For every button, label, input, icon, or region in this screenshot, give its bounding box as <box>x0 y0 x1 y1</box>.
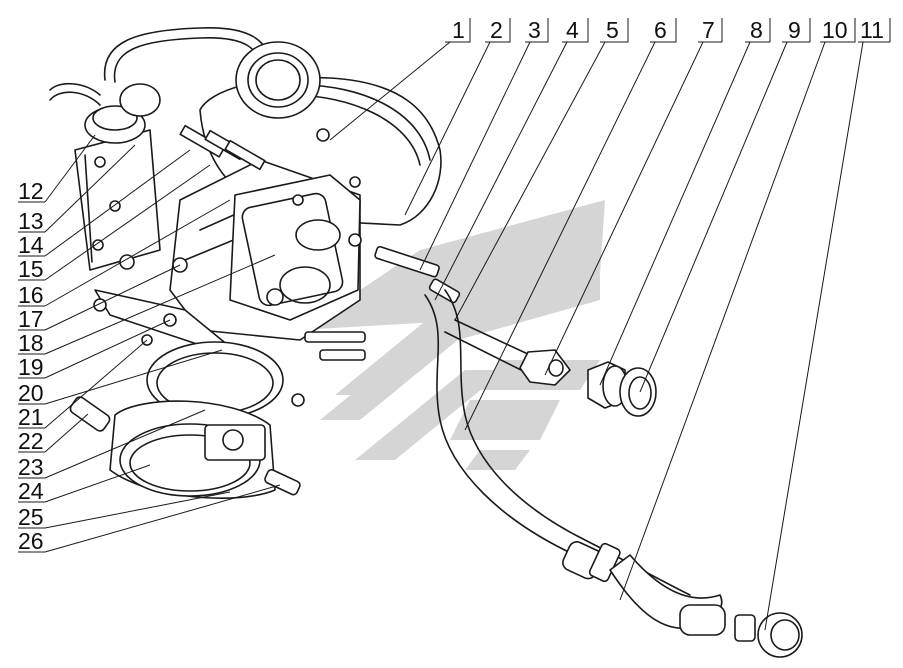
callout-21: 21 <box>18 404 44 430</box>
lower-flange <box>93 289 305 419</box>
callout-20: 20 <box>18 380 44 406</box>
callout-2: 2 <box>490 17 503 43</box>
callout-15: 15 <box>18 256 44 282</box>
studs <box>119 124 266 273</box>
callout-22: 22 <box>18 428 44 454</box>
callout-17: 17 <box>18 306 44 332</box>
leader-lines <box>18 18 891 631</box>
callout-14: 14 <box>18 232 44 258</box>
callout-24: 24 <box>18 478 44 504</box>
oil-drain-pipe <box>424 289 803 658</box>
callouts-left: 12 13 14 15 16 17 18 19 20 21 22 23 24 2… <box>18 178 44 554</box>
seal-fittings <box>587 361 657 417</box>
callout-11: 11 <box>860 17 884 43</box>
callout-5: 5 <box>606 17 619 43</box>
callout-13: 13 <box>18 208 44 234</box>
callout-3: 3 <box>528 17 541 43</box>
callout-9: 9 <box>788 17 801 43</box>
callout-25: 25 <box>18 504 44 530</box>
v-band-clamp <box>69 396 301 499</box>
callout-18: 18 <box>18 330 44 356</box>
callout-23: 23 <box>18 454 44 480</box>
callout-12: 12 <box>18 178 44 204</box>
callout-16: 16 <box>18 282 44 308</box>
callout-10: 10 <box>822 17 848 43</box>
callout-8: 8 <box>750 17 763 43</box>
side-studs <box>304 245 461 361</box>
callout-7: 7 <box>702 17 715 43</box>
return-tube <box>444 319 571 386</box>
callout-1: 1 <box>452 17 465 43</box>
callouts-top: 1 2 3 4 5 6 7 8 9 10 11 <box>452 17 884 43</box>
callout-26: 26 <box>18 528 44 554</box>
center-body <box>169 159 362 341</box>
callout-19: 19 <box>18 354 44 380</box>
callout-4: 4 <box>566 17 579 43</box>
callout-6: 6 <box>654 17 667 43</box>
mounting-bracket <box>49 82 161 271</box>
